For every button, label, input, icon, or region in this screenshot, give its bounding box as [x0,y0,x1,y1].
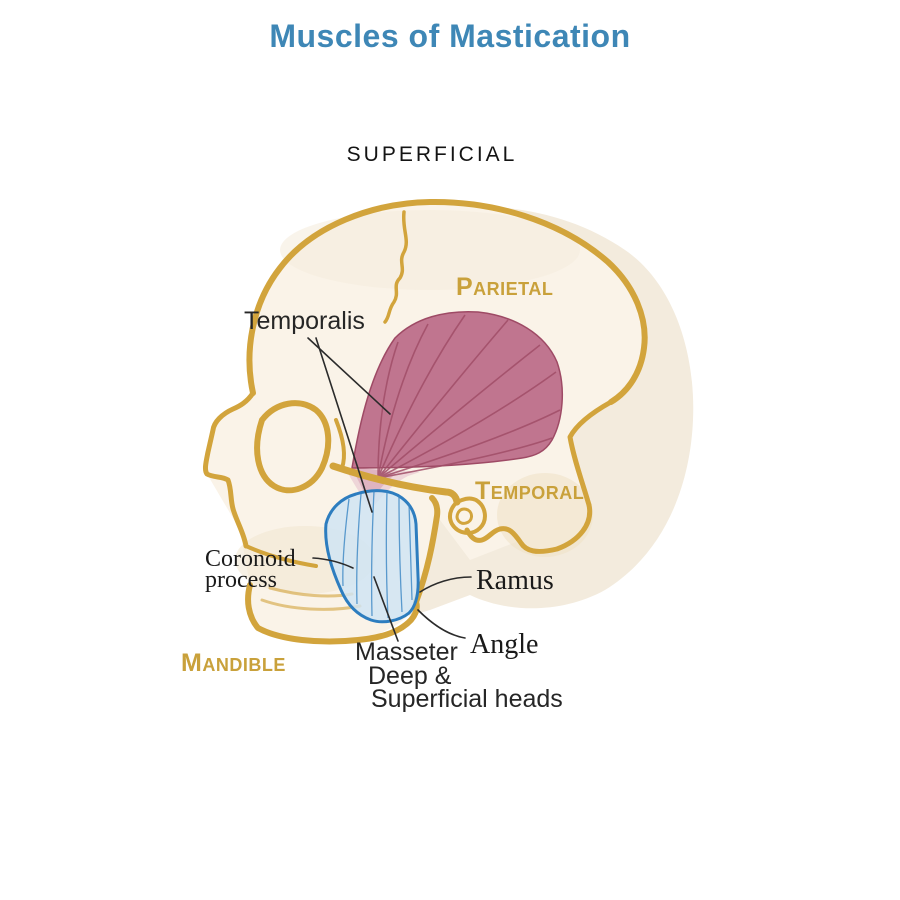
temporalis-leader-line-2 [315,337,373,513]
temporalis-fibers [377,314,561,479]
ramus-leader-line [419,576,472,593]
page-title: Muscles of Mastication [269,18,631,54]
ear-canal-icon [448,496,487,535]
masseter-label-line3: Superficial heads [371,685,563,713]
skull-outline [202,198,648,645]
view-subtitle: SUPERFICIAL [346,143,518,166]
angle-label: Angle [470,629,538,660]
masseter-label-line2: Deep & [368,662,452,690]
angle-leader-line [417,609,466,639]
ramus-label: Ramus [476,565,554,596]
leader-lines [307,337,472,642]
coronoid-label-line2: process [205,567,277,593]
masseter-fibers [342,490,413,619]
parietal-label: Parietal [456,273,553,301]
temporalis-label: Temporalis [244,307,365,335]
masseter-muscle [324,489,420,624]
skull-shading [235,210,593,594]
temporalis-leader-line-1 [307,337,391,415]
coronoid-leader-line [312,557,354,569]
temporalis-muscle [351,310,564,479]
masseter-label-line1: Masseter [355,638,458,666]
coronoid-label-line1: Coronoid [205,546,296,572]
masseter-leader-line [373,576,399,642]
temporal-label: Temporal [475,477,584,505]
mandible-label: Mandible [181,649,286,677]
